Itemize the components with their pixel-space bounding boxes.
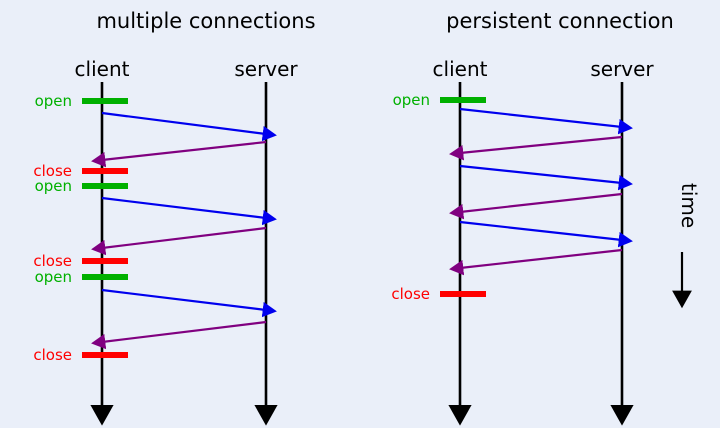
message-response-3-right — [449, 248, 623, 276]
time-axis-label: time — [677, 183, 701, 228]
message-request-3-right — [459, 220, 633, 248]
message-response-2-left — [91, 226, 267, 256]
message-response-3-left — [91, 320, 267, 350]
marker-open-1-right-label: open — [393, 91, 430, 109]
message-response-1-left — [91, 140, 267, 168]
marker-open-1-left-label: open — [35, 92, 72, 110]
actor-label-client-right: client — [433, 57, 488, 81]
message-response-1-right — [449, 135, 623, 161]
message-request-3-left — [101, 288, 277, 318]
marker-close-1-right-label: close — [391, 285, 430, 303]
actor-label-server-right: server — [590, 57, 654, 81]
message-request-2-left — [101, 196, 277, 226]
panel-title-multiple: multiple connections — [96, 9, 315, 33]
message-request-2-right — [459, 164, 633, 191]
message-request-1-left — [101, 111, 277, 142]
actor-label-server-left: server — [234, 57, 298, 81]
panel-multiple-connections: multiple connections client server open … — [33, 9, 316, 426]
time-axis: time — [672, 183, 701, 309]
panel-persistent-connection: persistent connection client server open… — [391, 9, 674, 426]
marker-close-1-left-label: close — [33, 162, 72, 180]
message-response-2-right — [449, 192, 623, 220]
marker-open-3-left-label: open — [35, 268, 72, 286]
marker-close-3-left-label: close — [33, 346, 72, 364]
marker-open-2-left-label: open — [35, 177, 72, 195]
actor-label-client-left: client — [75, 57, 130, 81]
marker-close-2-left-label: close — [33, 252, 72, 270]
message-request-1-right — [459, 107, 633, 135]
panel-title-persistent: persistent connection — [446, 9, 674, 33]
